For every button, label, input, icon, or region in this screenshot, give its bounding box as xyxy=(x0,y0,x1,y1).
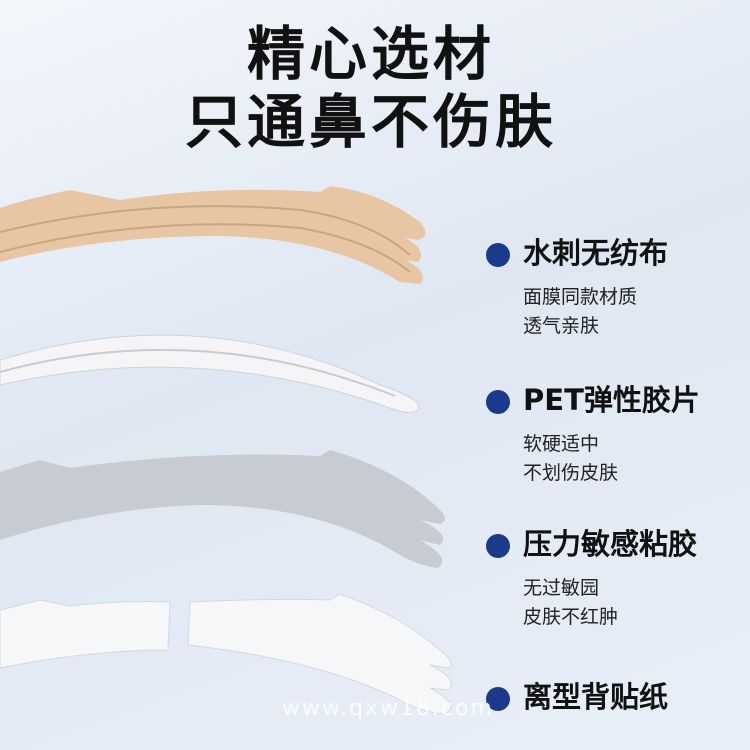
feature-line: 无过敏园 xyxy=(523,577,600,599)
nonwoven-layer xyxy=(0,186,426,284)
feature-heading: 压力敏感粘胶 xyxy=(523,527,698,561)
bullet-dot-icon xyxy=(486,534,510,558)
feature-line: 面膜同款材质 xyxy=(523,286,638,308)
headline-line-2: 只通鼻不伤肤 xyxy=(184,88,557,156)
feature-description: 面膜同款材质透气亲肤 xyxy=(523,283,637,341)
watermark: www.qxw18.com xyxy=(282,696,494,721)
pet-film-layer xyxy=(0,334,420,414)
adhesive-layer xyxy=(0,450,445,568)
feature-heading: 水刺无纺布 xyxy=(523,236,669,270)
bullet-dot-icon xyxy=(486,687,510,711)
feature-line: 不划伤皮肤 xyxy=(523,462,619,484)
feature-line: 软硬适中 xyxy=(523,433,600,455)
feature-line: 皮肤不红肿 xyxy=(523,606,619,628)
feature-description: 无过敏园皮肤不红肿 xyxy=(523,574,618,632)
release-liner-layer xyxy=(0,593,453,715)
bullet-dot-icon xyxy=(486,390,510,414)
feature-description: 软硬适中不划伤皮肤 xyxy=(523,430,618,488)
feature-heading: PET弹性胶片 xyxy=(523,383,700,417)
headline-line-1: 精心选材 xyxy=(246,20,495,88)
feature-heading: 离型背贴纸 xyxy=(523,680,669,714)
bullet-dot-icon xyxy=(486,243,510,267)
feature-line: 透气亲肤 xyxy=(523,315,600,337)
